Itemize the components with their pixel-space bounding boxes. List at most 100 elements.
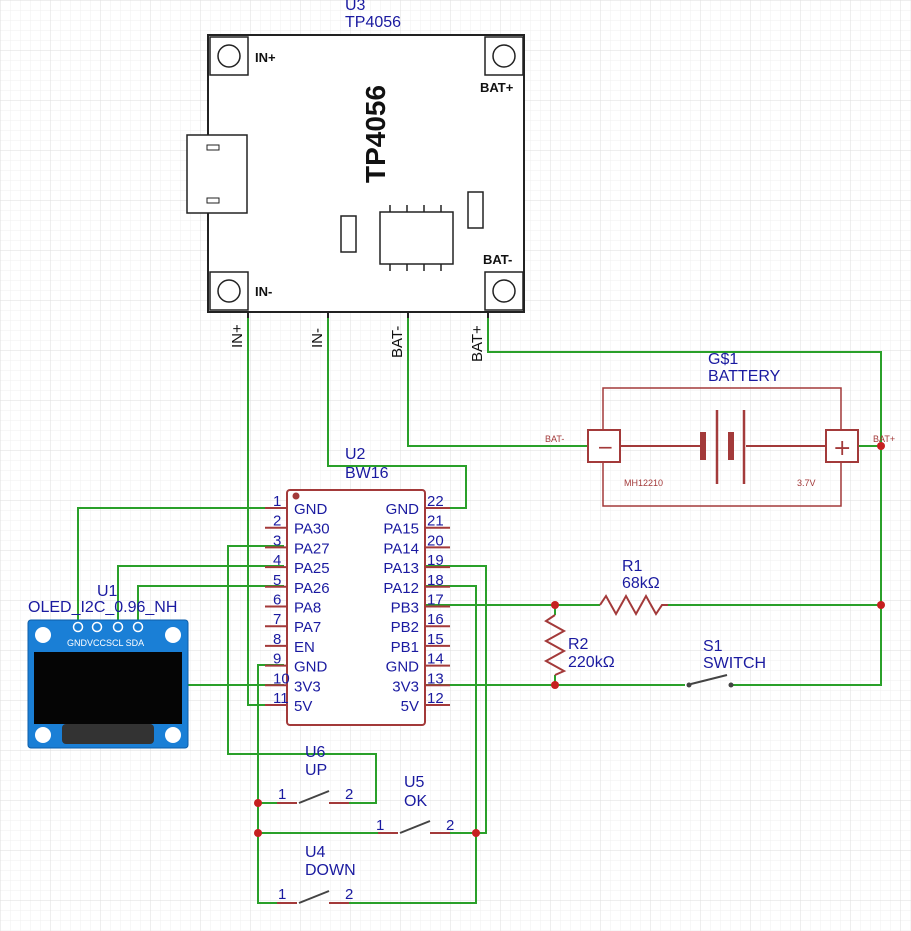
bw16-pin-number: 13 <box>427 670 444 687</box>
bw16-pin-number: 8 <box>273 631 281 648</box>
battery-value: BATTERY <box>708 368 781 385</box>
mount-hole-icon <box>217 44 241 68</box>
oled-pin-icon <box>72 621 84 633</box>
wire-pa27-up[interactable] <box>227 545 377 804</box>
usb-pin-icon <box>206 197 220 204</box>
pad-in-minus <box>209 271 249 311</box>
r2-value: 220kΩ <box>568 654 615 671</box>
bw16-pin-name: PA25 <box>294 560 330 577</box>
r1-ref: R1 <box>622 558 643 575</box>
battery-ref: G$1 <box>708 351 738 368</box>
battery-part-no: MH12210 <box>624 478 663 488</box>
oled-pin-labels: GNDVCCSCL SDA <box>67 638 144 648</box>
mount-hole-icon <box>35 727 51 743</box>
ic-chip-icon <box>379 211 454 265</box>
pin-label-bat-minus: BAT- <box>389 326 406 358</box>
junction-dot <box>877 601 885 609</box>
bw16-pin-name: GND <box>386 501 420 518</box>
junction-dot <box>254 799 262 807</box>
bw16-pin-number: 3 <box>273 532 281 549</box>
minus-icon: − <box>597 435 614 459</box>
plus-icon: + <box>833 436 851 461</box>
corner-label-in-minus: IN- <box>255 284 272 299</box>
oled-screen <box>34 652 182 724</box>
battery-pin-minus: BAT- <box>545 434 564 444</box>
s1-ref: S1 <box>703 638 723 655</box>
pin-label-in-plus: IN+ <box>229 324 246 348</box>
resistor-r2[interactable]: R2 220kΩ <box>543 614 615 676</box>
usb-pin-icon <box>206 144 220 151</box>
wire-pa13-ok[interactable] <box>426 565 487 834</box>
bw16-pin-number: 2 <box>273 513 281 530</box>
button-up[interactable]: U6 UP 1 2 <box>277 744 353 804</box>
bw16-pin-name: PA8 <box>294 600 321 617</box>
bw16-value: BW16 <box>345 465 389 482</box>
corner-label-bat-plus: BAT+ <box>480 80 514 95</box>
tp4056-pin-legs <box>247 312 489 318</box>
wire-pa12-down[interactable] <box>349 585 477 904</box>
u5-pin2: 2 <box>446 817 454 834</box>
bw16-pin-number: 17 <box>427 592 444 609</box>
bw16-pin-name: PA7 <box>294 619 321 636</box>
bw16-pin-number: 5 <box>273 572 281 589</box>
bw16-pin-number: 7 <box>273 611 281 628</box>
button-lever-icon <box>298 790 330 804</box>
bw16-pin-number: 6 <box>273 592 281 609</box>
mount-hole-icon <box>165 627 181 643</box>
oled-pin-icon <box>132 621 144 633</box>
bw16-pin-name: PA15 <box>383 521 419 538</box>
wire-bat-plus-rail[interactable] <box>487 315 882 686</box>
bw16-pin-number: 14 <box>427 651 444 668</box>
bw16-pin-number: 10 <box>273 670 290 687</box>
u4-pin1: 1 <box>278 886 286 903</box>
ic-chip-pins <box>389 205 442 271</box>
bw16-pin-name: 5V <box>401 698 419 715</box>
mount-hole-icon <box>35 627 51 643</box>
tp4056-module[interactable]: U3 TP4056 IN+ IN- BAT+ BAT- TP4056 <box>186 0 525 362</box>
usb-connector-icon <box>186 134 248 214</box>
resistor-footprint-icon <box>340 215 357 253</box>
mount-hole-icon <box>492 44 516 68</box>
button-ok[interactable]: U5 OK 1 2 <box>376 774 454 834</box>
bw16-pin-number: 11 <box>273 690 289 707</box>
oled-ribbon-connector <box>62 724 154 744</box>
oled-module[interactable]: U1 OLED_I2C_0.96_NH GNDVCCSCL SDA <box>27 583 189 749</box>
pin-label-bat-plus: BAT+ <box>469 325 486 362</box>
mount-hole-icon <box>165 727 181 743</box>
battery[interactable]: G$1 BATTERY − + BAT- BAT+ MH12210 3.7V <box>545 351 895 507</box>
wire-oled-gnd[interactable] <box>77 507 284 627</box>
junction-dot <box>472 829 480 837</box>
resistor-zigzag-icon <box>599 593 668 617</box>
switch-s1[interactable]: S1 SWITCH <box>686 638 767 688</box>
corner-label-in-plus: IN+ <box>255 50 276 65</box>
bw16-pin-name: 5V <box>294 698 312 715</box>
button-lever-icon <box>399 820 431 834</box>
bw16-pin-name: PA14 <box>383 540 419 557</box>
wire-oled-sda[interactable] <box>137 585 284 627</box>
wire-bat-minus[interactable] <box>407 315 588 447</box>
oled-pin-icon <box>91 621 103 633</box>
bw16-pin-name: PA26 <box>294 580 330 597</box>
bw16-pin-number: 9 <box>273 651 281 668</box>
button-down[interactable]: U4 DOWN 1 2 <box>277 844 356 904</box>
r2-ref: R2 <box>568 636 589 653</box>
resistor-r1[interactable]: R1 68kΩ <box>599 558 668 617</box>
bw16-pin-name: GND <box>386 659 420 676</box>
junction-dot <box>551 601 559 609</box>
resistor-footprint-icon <box>467 191 484 229</box>
bw16-pin-name: EN <box>294 639 315 656</box>
s1-value: SWITCH <box>703 655 766 672</box>
pad-bat-plus <box>484 36 524 76</box>
corner-label-bat-minus: BAT- <box>483 252 512 267</box>
junctions <box>254 442 885 837</box>
bw16-pin-name: GND <box>294 659 328 676</box>
u4-value: DOWN <box>305 862 356 879</box>
mount-hole-icon <box>492 279 516 303</box>
battery-voltage: 3.7V <box>797 478 816 488</box>
pad-in-plus <box>209 36 249 76</box>
battery-cell-plate-icon <box>700 432 706 460</box>
wire-in-minus[interactable] <box>327 315 467 509</box>
